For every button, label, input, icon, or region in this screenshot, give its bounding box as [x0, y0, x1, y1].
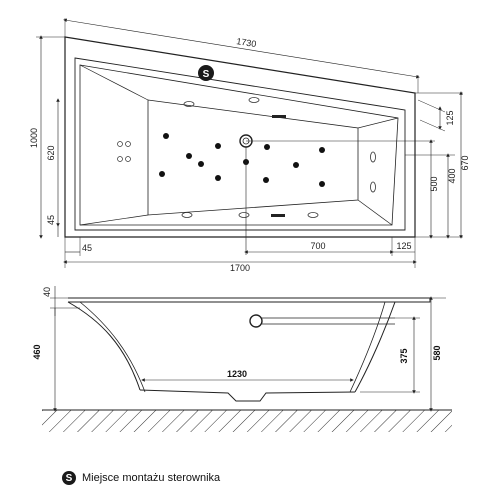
dim-670: 670	[460, 155, 470, 170]
tub-rim-profile	[68, 297, 431, 303]
side-jet	[117, 141, 123, 147]
dim-line-1730	[63, 18, 420, 79]
hydro-jet	[198, 161, 204, 167]
tub-shell-left-inner	[79, 301, 146, 393]
bevel-line	[357, 117, 399, 129]
legend-text: Miejsce montażu sterownika	[82, 472, 221, 484]
hydro-jet	[215, 143, 221, 149]
tub-outer-rim	[64, 36, 416, 238]
headrest-bar	[271, 214, 285, 217]
air-nozzles	[181, 97, 376, 218]
overflow-icon	[249, 314, 263, 328]
hydro-jets	[159, 133, 325, 187]
bevel-line	[79, 64, 149, 101]
hydro-jet	[186, 153, 192, 159]
hydro-jet	[159, 171, 165, 177]
air-nozzle	[370, 181, 376, 193]
air-nozzle	[307, 212, 319, 218]
tub-shell-left	[67, 301, 141, 391]
side-jet	[125, 141, 131, 147]
dim-460: 460	[32, 344, 42, 359]
air-nozzle	[238, 212, 250, 218]
dim-700: 700	[310, 241, 325, 251]
hydro-jet	[215, 175, 221, 181]
ext-line	[419, 119, 446, 132]
dim-1000: 1000	[29, 128, 39, 148]
dim-620: 620	[46, 145, 56, 160]
hydro-jet	[264, 144, 270, 150]
hydro-jet	[319, 147, 325, 153]
dim-500: 500	[429, 176, 439, 191]
tub-shell-right	[354, 301, 396, 393]
dim-400: 400	[447, 168, 457, 183]
hydro-jet	[319, 181, 325, 187]
side-view: 40 460 1230 375 580	[32, 286, 452, 432]
floor-hatch	[42, 410, 452, 432]
controller-badge-letter: S	[203, 69, 210, 80]
dim-1730: 1730	[236, 36, 257, 49]
bevel-line	[79, 214, 149, 226]
hydro-jet	[293, 162, 299, 168]
basin-floor	[147, 99, 359, 216]
dim-125-right: 125	[445, 110, 455, 125]
dim-1700: 1700	[230, 263, 250, 273]
air-nozzle	[248, 97, 260, 103]
side-jets-left	[117, 141, 131, 162]
side-jet	[125, 156, 131, 162]
basin-outline	[79, 64, 399, 226]
air-nozzle	[183, 101, 195, 107]
dim-580: 580	[432, 345, 442, 360]
hydro-jet	[163, 133, 169, 139]
tub-shell-right-inner	[349, 301, 386, 393]
air-nozzle	[181, 212, 193, 218]
dim-45-left: 45	[46, 215, 56, 225]
dim-45-bottom: 45	[82, 243, 92, 253]
controller-location-badge: S	[198, 65, 214, 81]
hydro-jet	[263, 177, 269, 183]
dim-375: 375	[399, 348, 409, 363]
tub-bottom-profile	[139, 389, 356, 402]
headrest-bar	[272, 115, 286, 118]
bevel-line	[357, 199, 393, 226]
legend: S Miejsce montażu sterownika	[62, 469, 220, 487]
tub-inner-rim	[74, 57, 406, 231]
dim-125-bottom: 125	[396, 241, 411, 251]
top-view: S	[29, 18, 470, 273]
controller-legend-icon: S	[62, 471, 76, 485]
dim-1230: 1230	[227, 369, 247, 379]
ext-line	[417, 99, 446, 113]
side-jet	[117, 156, 123, 162]
dim-40: 40	[42, 287, 52, 297]
air-nozzle	[370, 151, 376, 163]
